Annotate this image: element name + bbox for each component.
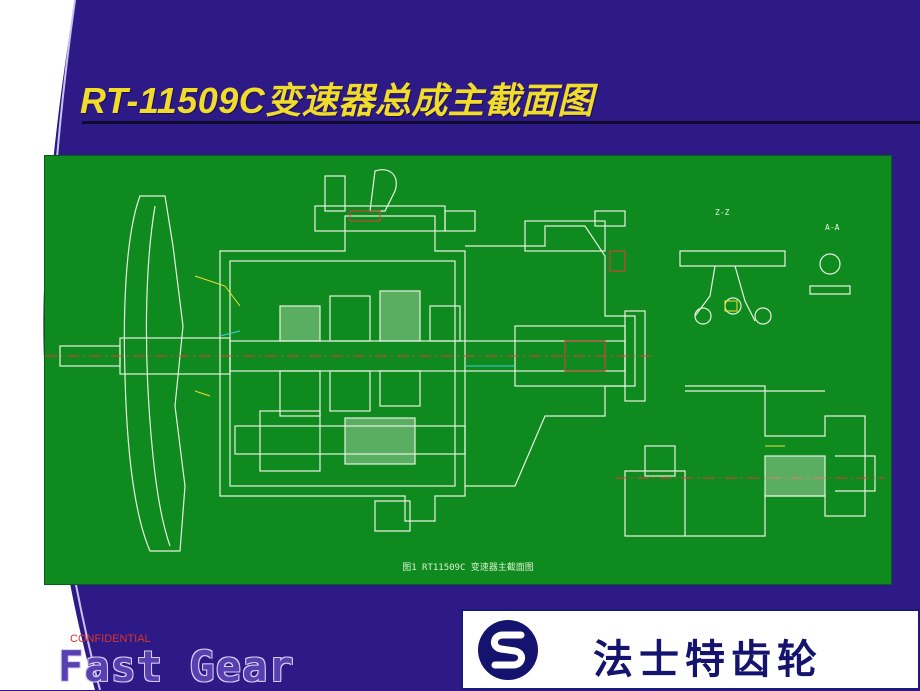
company-logo-banner: 法士特齿轮 [461, 609, 920, 690]
section-label-zz: Z-Z [715, 208, 730, 217]
slide-title: RT-11509C变速器总成主截面图 [80, 80, 594, 121]
brand-name-english: Fast Gear [58, 642, 295, 691]
section-label-aa: A-A [825, 223, 840, 232]
cad-section-lines [45, 169, 885, 552]
drawing-caption: 图1 RT11509C 变速器主截面图 [402, 563, 534, 573]
transmission-cross-section-drawing: Z-Z A-A 图1 RT11509C 变速器主截面图 [44, 155, 892, 585]
fast-gear-logo-icon [478, 620, 538, 680]
brand-name-chinese: 法士特齿轮 [593, 637, 823, 683]
confidential-label: CONFIDENTIAL [70, 633, 151, 645]
title-divider [82, 121, 920, 124]
